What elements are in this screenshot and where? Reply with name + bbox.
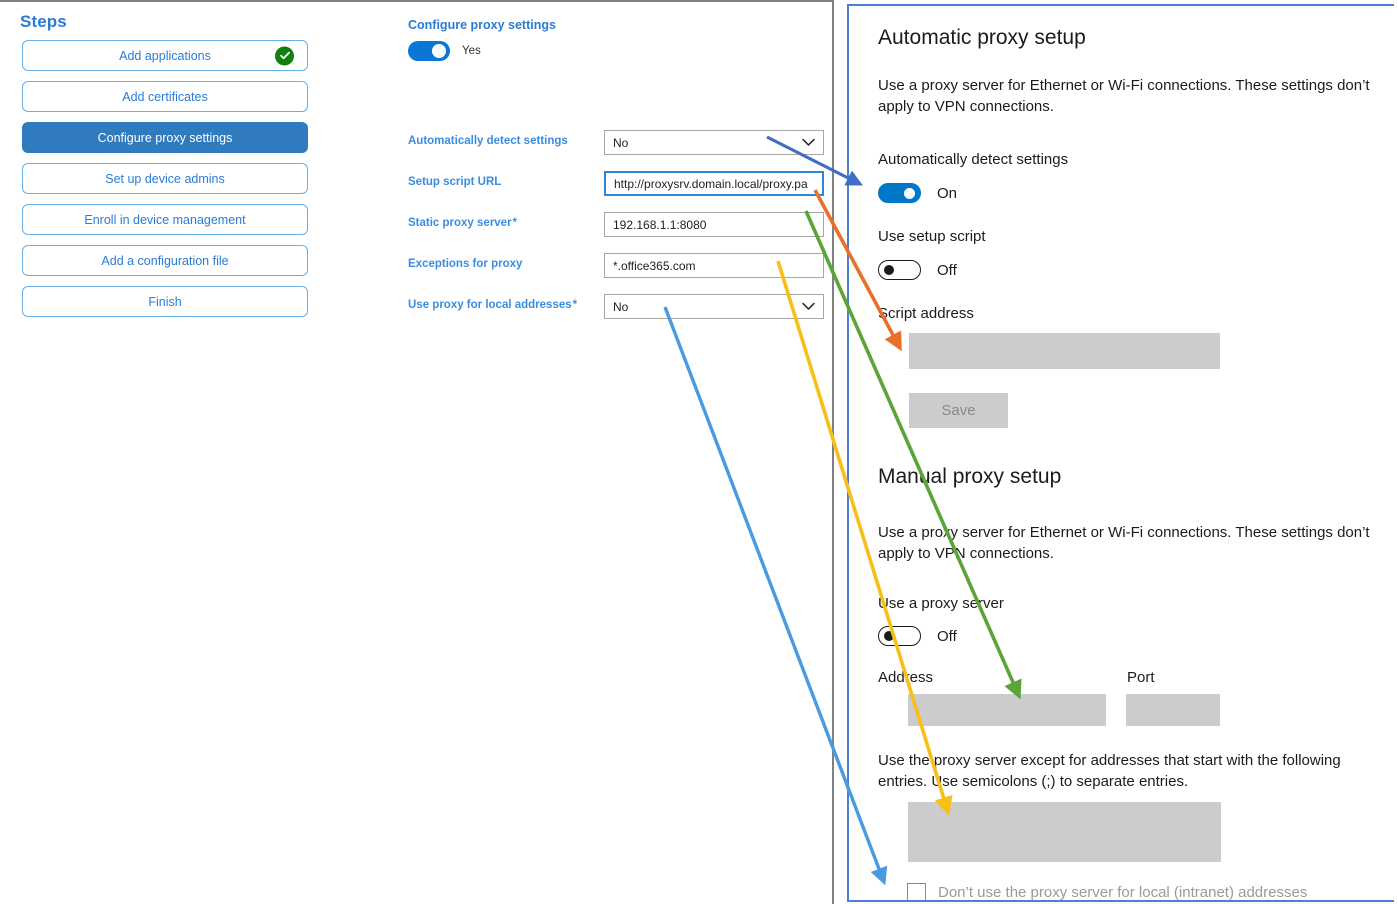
static-proxy-server-input[interactable]: 192.168.1.1:8080	[604, 212, 824, 237]
step-label: Finish	[148, 294, 182, 309]
automatically-detect-settings-toggle-row: On	[878, 183, 957, 203]
automatic-proxy-setup-heading: Automatic proxy setup	[878, 26, 1086, 49]
script-address-input[interactable]	[909, 333, 1220, 369]
automatically-detect-settings-select[interactable]: No	[604, 130, 824, 155]
use-setup-script-toggle[interactable]	[878, 260, 921, 280]
sidebar-item-finish[interactable]: Finish	[22, 286, 308, 317]
use-proxy-for-local-addresses-select[interactable]: No	[604, 294, 824, 319]
check-circle-icon	[275, 46, 294, 65]
use-a-proxy-server-label: Use a proxy server	[878, 595, 1004, 612]
configure-proxy-toggle[interactable]	[408, 41, 450, 61]
toggle-knob	[884, 631, 894, 641]
chevron-down-icon	[802, 300, 815, 314]
manual-proxy-description: Use a proxy server for Ethernet or Wi-Fi…	[878, 524, 1370, 562]
setup-script-url-input[interactable]: http://proxysrv.domain.local/proxy.pa	[604, 171, 824, 196]
select-value: No	[613, 135, 629, 150]
select-value: No	[613, 299, 629, 314]
input-value: http://proxysrv.domain.local/proxy.pa	[614, 176, 808, 191]
local-addresses-checkbox-label: Don’t use the proxy server for local (in…	[938, 884, 1308, 901]
field-label: Setup script URL	[408, 176, 502, 188]
exceptions-for-proxy-input[interactable]: *.office365.com	[604, 253, 824, 278]
toggle-knob	[884, 265, 894, 275]
sidebar-item-add-a-configuration-file[interactable]: Add a configuration file	[22, 245, 308, 276]
field-label: Static proxy server *	[408, 217, 517, 229]
field-use-proxy-for-local-addresses: Use proxy for local addresses * No	[408, 294, 828, 335]
checkbox-icon[interactable]	[907, 883, 926, 900]
vertical-divider	[832, 0, 834, 904]
address-label: Address	[878, 669, 934, 686]
save-button[interactable]: Save	[909, 393, 1008, 428]
automatically-detect-settings-label: Automatically detect settings	[878, 151, 1069, 168]
toggle-knob	[904, 188, 915, 199]
required-asterisk: *	[571, 299, 578, 311]
exceptions-description: Use the proxy server except for addresse…	[878, 752, 1341, 790]
manual-proxy-setup-heading: Manual proxy setup	[878, 465, 1062, 488]
step-label: Add certificates	[122, 89, 208, 104]
sidebar-item-add-applications[interactable]: Add applications	[22, 40, 308, 71]
proxy-fields: Automatically detect settings No Setup s…	[408, 130, 828, 335]
exceptions-textarea[interactable]	[908, 802, 1221, 862]
step-label: Configure proxy settings	[97, 130, 233, 145]
step-label: Set up device admins	[105, 171, 225, 186]
required-asterisk: *	[511, 217, 517, 229]
field-label: Use proxy for local addresses *	[408, 299, 578, 311]
automatically-detect-settings-toggle[interactable]	[878, 183, 921, 203]
automatically-detect-settings-state: On	[937, 184, 958, 202]
address-input[interactable]	[908, 694, 1106, 726]
field-static-proxy-server: Static proxy server * 192.168.1.1:8080	[408, 212, 828, 253]
sidebar-item-enroll-in-device-management[interactable]: Enroll in device management	[22, 204, 308, 235]
input-value: 192.168.1.1:8080	[613, 217, 707, 232]
top-divider	[0, 0, 833, 2]
chevron-down-icon	[802, 136, 815, 150]
field-label: Exceptions for proxy	[408, 258, 523, 270]
field-exceptions-for-proxy: Exceptions for proxy *.office365.com	[408, 253, 828, 294]
steps-panel: Steps Add applications Add certificates …	[0, 2, 330, 327]
step-label: Add applications	[119, 48, 211, 63]
automatic-proxy-description: Use a proxy server for Ethernet or Wi-Fi…	[878, 77, 1370, 115]
sidebar-item-configure-proxy-settings[interactable]: Configure proxy settings	[22, 122, 308, 153]
sidebar-item-add-certificates[interactable]: Add certificates	[22, 81, 308, 112]
use-a-proxy-server-toggle[interactable]	[878, 626, 921, 646]
field-setup-script-url: Setup script URL http://proxysrv.domain.…	[408, 171, 828, 212]
proxy-form-panel: Configure proxy settings Yes	[408, 18, 828, 61]
configure-proxy-toggle-row: Yes	[408, 41, 828, 61]
local-addresses-checkbox-row: Don’t use the proxy server for local (in…	[907, 883, 1308, 901]
use-a-proxy-server-toggle-row: Off	[878, 626, 957, 646]
sidebar-item-set-up-device-admins[interactable]: Set up device admins	[22, 163, 308, 194]
step-label: Enroll in device management	[84, 212, 246, 227]
form-title: Configure proxy settings	[408, 18, 556, 32]
steps-title: Steps	[20, 12, 67, 31]
use-setup-script-toggle-row: Off	[878, 260, 957, 280]
use-setup-script-label: Use setup script	[878, 228, 986, 245]
use-a-proxy-server-state: Off	[937, 627, 957, 645]
toggle-knob	[432, 44, 446, 58]
port-input[interactable]	[1126, 694, 1220, 726]
input-value: *.office365.com	[613, 258, 696, 273]
script-address-label: Script address	[878, 305, 974, 322]
windows-proxy-settings-panel: Automatic proxy setup Use a proxy server…	[847, 4, 1394, 902]
field-label: Automatically detect settings	[408, 135, 568, 147]
port-label: Port	[1127, 669, 1155, 686]
configure-proxy-toggle-value: Yes	[462, 45, 481, 57]
use-setup-script-state: Off	[937, 261, 957, 279]
field-automatically-detect-settings: Automatically detect settings No	[408, 130, 828, 171]
step-label: Add a configuration file	[101, 253, 229, 268]
